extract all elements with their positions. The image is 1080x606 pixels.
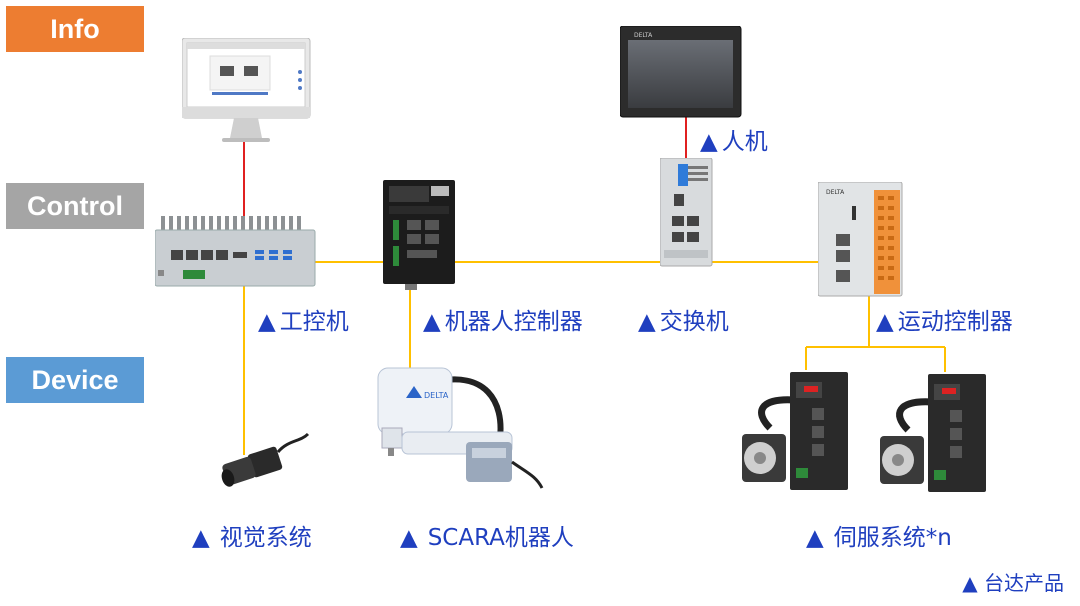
label-vision: ▲ 视觉系统 bbox=[192, 518, 312, 552]
triangle-marker: ▲ bbox=[400, 525, 418, 551]
vision-camera bbox=[218, 432, 310, 492]
hmi-brand-text: DELTA bbox=[634, 32, 653, 39]
triangle-marker: ▲ bbox=[806, 525, 824, 551]
label-robot-controller-text: 机器人控制器 bbox=[445, 309, 583, 335]
label-ipc-text: 工控机 bbox=[280, 309, 349, 335]
label-hmi: ▲人机 bbox=[700, 122, 768, 156]
label-scara: ▲ SCARA机器人 bbox=[400, 518, 574, 552]
triangle-marker: ▲ bbox=[258, 309, 276, 335]
triangle-marker: ▲ bbox=[192, 525, 210, 551]
triangle-marker: ▲ bbox=[700, 129, 718, 155]
label-motion-controller-text: 运动控制器 bbox=[898, 309, 1013, 335]
label-servo: ▲ 伺服系统*n bbox=[806, 518, 952, 552]
servo-system-1 bbox=[740, 368, 852, 492]
triangle-marker: ▲ bbox=[962, 571, 977, 595]
label-servo-text: 伺服系统*n bbox=[834, 525, 952, 551]
legend-text: 台达产品 bbox=[984, 571, 1064, 595]
hmi-panel: DELTA bbox=[620, 26, 742, 118]
industrial-pc bbox=[155, 214, 317, 288]
label-ipc: ▲工控机 bbox=[258, 302, 349, 336]
label-motion-controller: ▲运动控制器 bbox=[876, 302, 1013, 336]
servo-system-2 bbox=[878, 370, 990, 494]
scara-robot: DELTA bbox=[376, 362, 546, 492]
legend-delta-products: ▲ 台达产品 bbox=[962, 567, 1064, 596]
label-robot-controller: ▲机器人控制器 bbox=[423, 302, 583, 336]
motion-brand-text: DELTA bbox=[826, 189, 845, 196]
robot-brand-text: DELTA bbox=[424, 391, 449, 400]
label-hmi-text: 人机 bbox=[722, 129, 768, 155]
triangle-marker: ▲ bbox=[638, 309, 656, 335]
triangle-marker: ▲ bbox=[876, 309, 894, 335]
label-switch: ▲交换机 bbox=[638, 302, 729, 336]
label-scara-text: SCARA机器人 bbox=[428, 525, 574, 551]
label-vision-text: 视觉系统 bbox=[220, 525, 312, 551]
motion-controller: DELTA bbox=[818, 182, 904, 298]
robot-controller bbox=[383, 180, 457, 290]
triangle-marker: ▲ bbox=[423, 309, 441, 335]
ethernet-switch bbox=[660, 158, 714, 268]
pc-monitor bbox=[182, 38, 312, 144]
label-switch-text: 交换机 bbox=[660, 309, 729, 335]
